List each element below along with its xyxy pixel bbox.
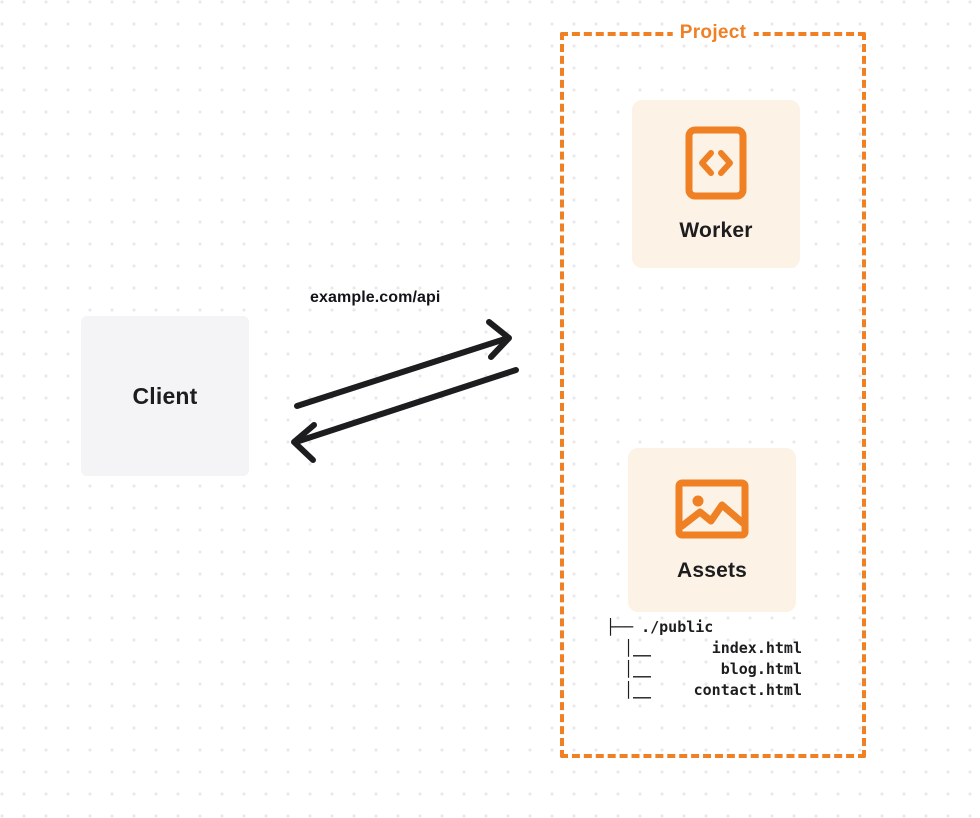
tree-branch-glyph: │__ (624, 660, 652, 678)
request-arrow (294, 319, 512, 409)
tree-item-name: index.html (711, 639, 802, 657)
code-brackets-icon (685, 126, 747, 205)
connection-label: example.com/api (310, 289, 441, 306)
tree-branch-glyph: │__ (624, 681, 652, 699)
assets-card[interactable]: Assets (628, 448, 796, 612)
file-tree-row: │__ index.html (606, 638, 802, 659)
file-tree-row: │__ blog.html (606, 659, 802, 680)
tree-item-name: blog.html (720, 660, 802, 678)
worker-label: Worker (679, 218, 753, 242)
project-title: Project (672, 22, 754, 44)
file-tree-row: ├── ./public (606, 617, 802, 638)
client-node: Client (81, 316, 249, 476)
project-container: Project (560, 22, 866, 758)
tree-item-name: contact.html (693, 681, 802, 699)
tree-branch-glyph: ├── (606, 618, 634, 636)
image-icon (675, 478, 749, 545)
file-tree: ├── ./public │__ index.html │__ blog.htm… (606, 617, 802, 701)
tree-item-name: ./public (641, 618, 714, 636)
tree-branch-glyph: │__ (624, 639, 652, 657)
client-label: Client (132, 382, 198, 409)
response-arrow (291, 367, 519, 463)
file-tree-row: │__ contact.html (606, 680, 802, 701)
worker-card[interactable]: Worker (632, 100, 800, 268)
assets-label: Assets (676, 558, 748, 582)
